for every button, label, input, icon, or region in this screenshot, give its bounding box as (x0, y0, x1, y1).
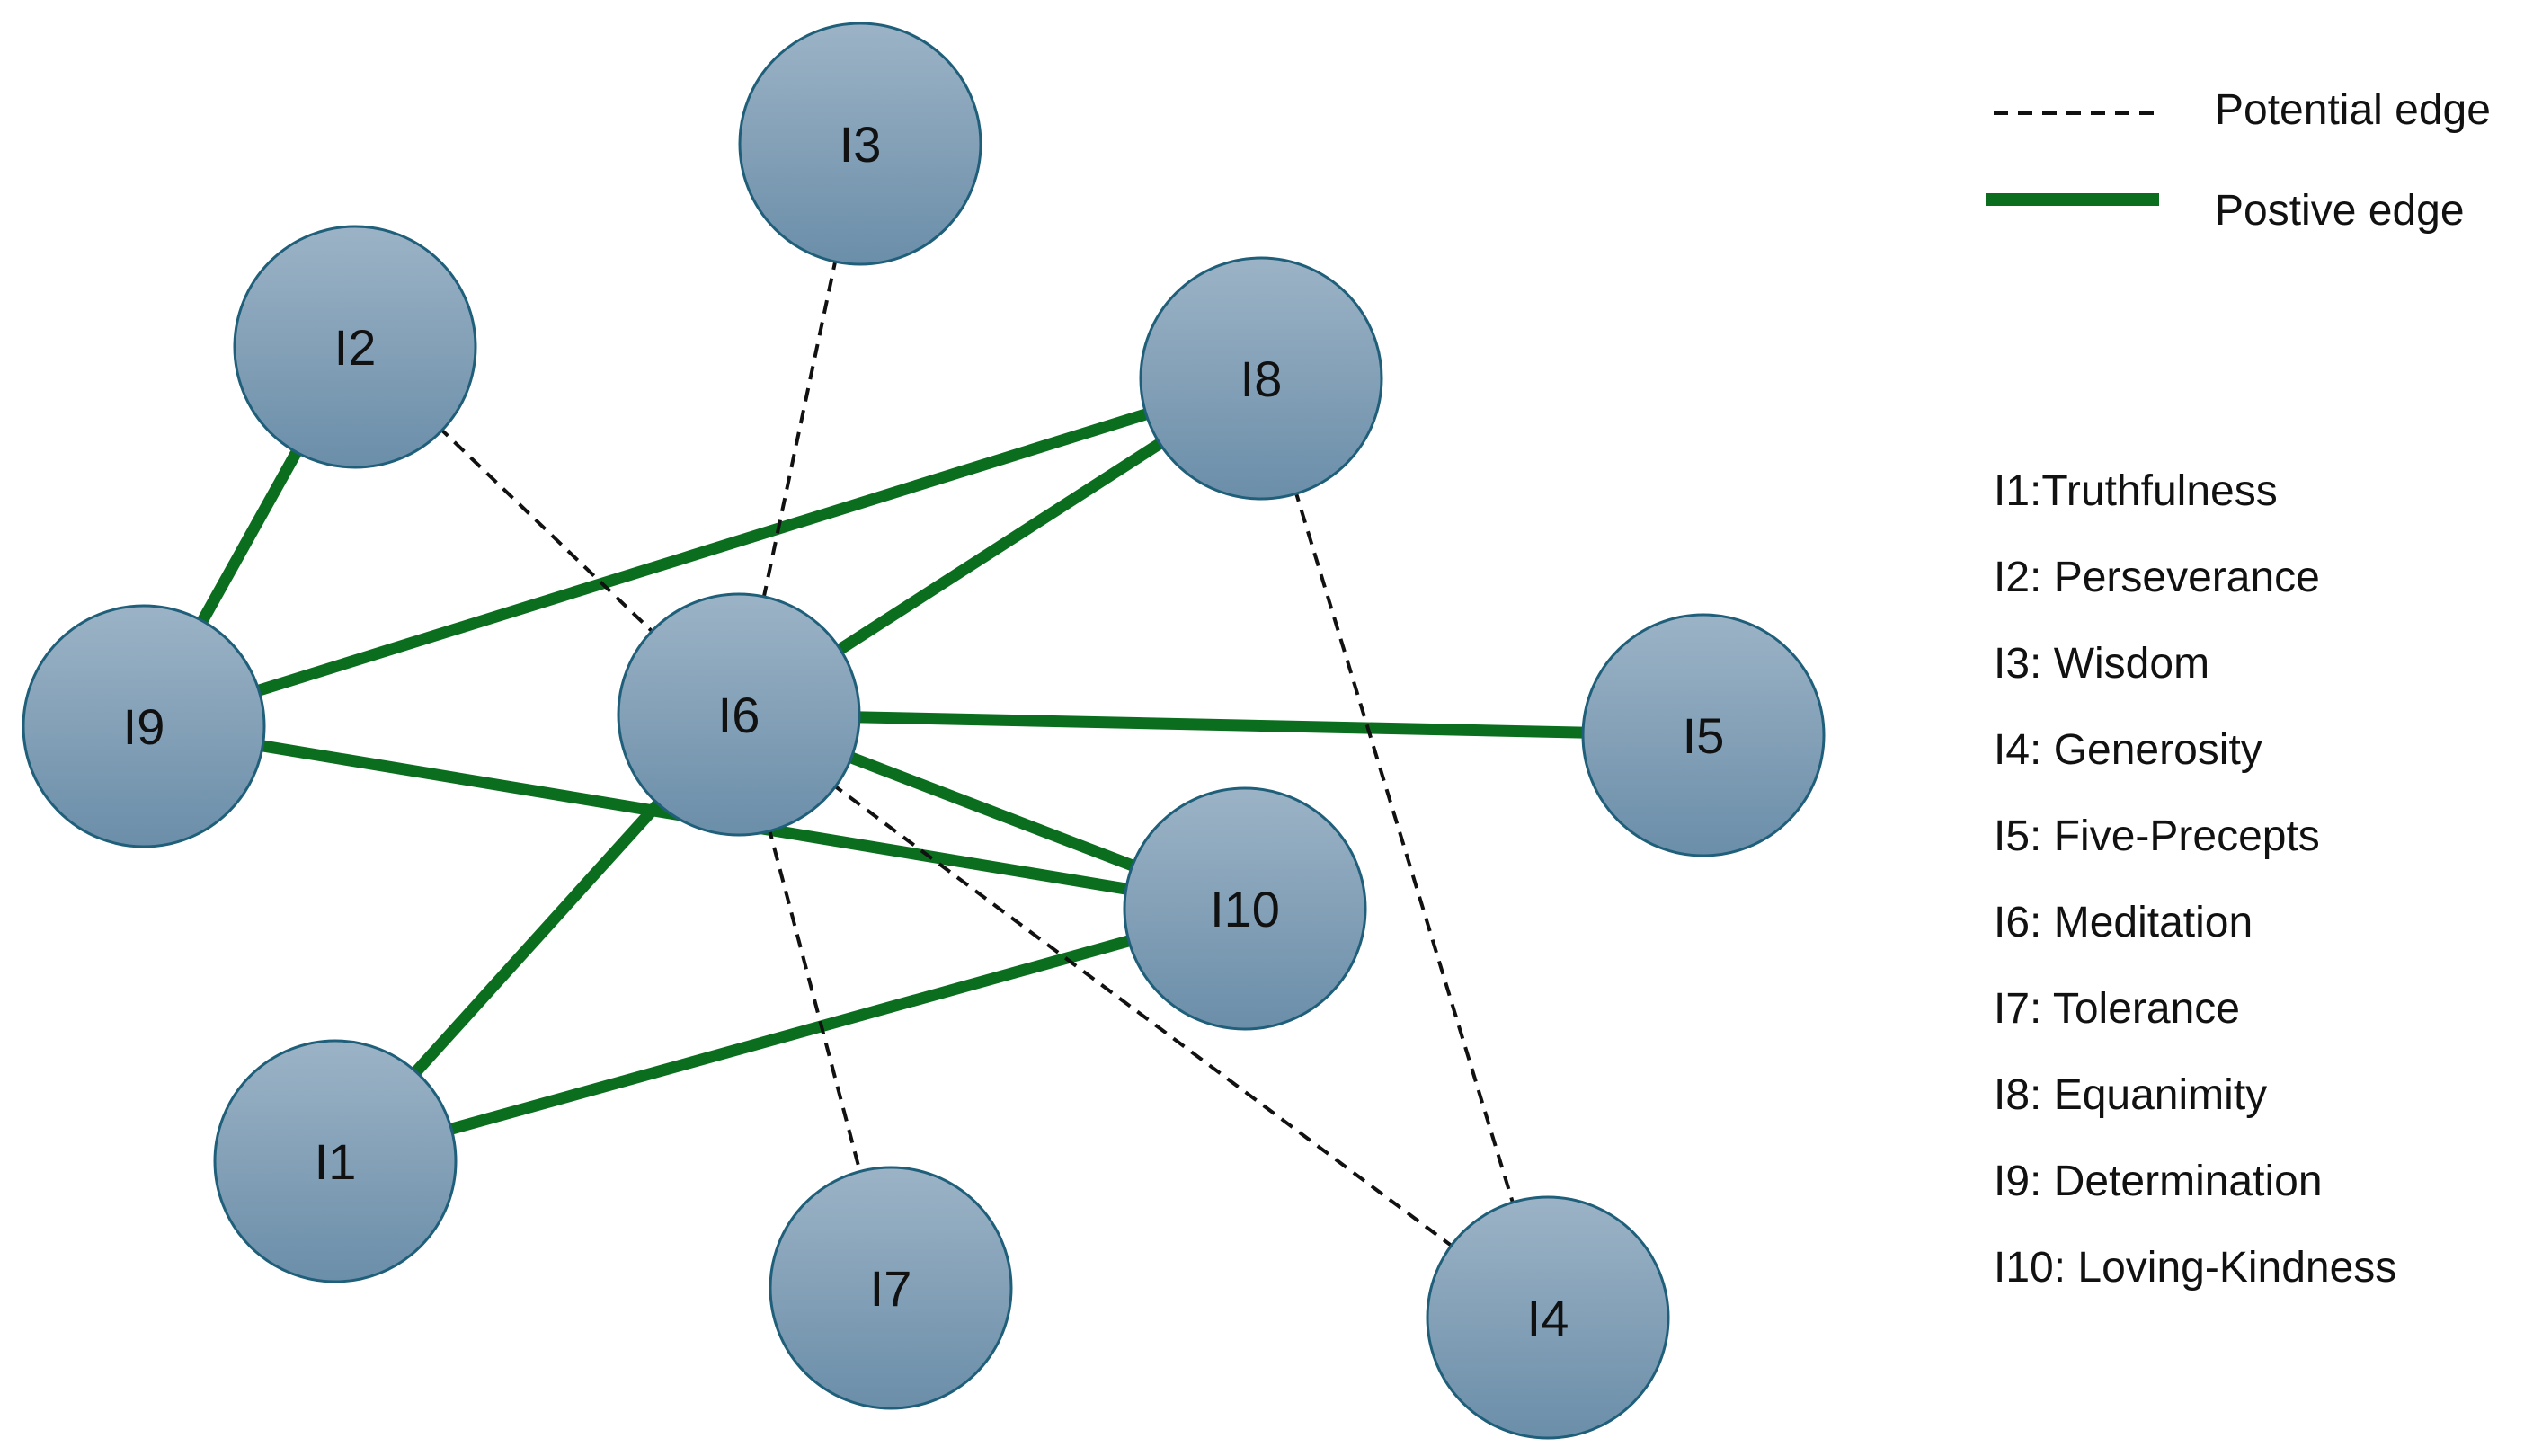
legend-potential-label: Potential edge (2215, 86, 2491, 134)
node-i1: I1 (213, 1039, 458, 1283)
legend: Potential edge Postive edge (1986, 86, 2491, 235)
node-circle-i6 (617, 592, 861, 837)
node-i2: I2 (233, 225, 477, 469)
edge-potential-i3-i6 (760, 255, 839, 603)
edge-positive-i9-i8 (252, 406, 1153, 698)
key-item-i9: I9: Determination (1994, 1158, 2323, 1205)
node-i3: I3 (738, 22, 982, 266)
node-circle-i2 (233, 225, 477, 469)
node-i4: I4 (1426, 1195, 1670, 1440)
key-item-i10: I10: Loving-Kindness (1994, 1244, 2396, 1292)
node-circle-i1 (213, 1039, 458, 1283)
node-label-i6: I6 (718, 687, 760, 743)
key-item-i4: I4: Generosity (1994, 726, 2262, 774)
key-item-i6: I6: Meditation (1994, 899, 2253, 946)
node-label-i2: I2 (334, 319, 377, 376)
node-label-i8: I8 (1240, 351, 1283, 407)
node-key: I1:Truthfulness I2: Perseverance I3: Wis… (1994, 467, 2396, 1292)
key-item-i7: I7: Tolerance (1994, 985, 2240, 1033)
edge-positive-i6-i10 (844, 750, 1140, 874)
legend-positive-label: Postive edge (2215, 187, 2465, 235)
node-circle-i8 (1139, 256, 1383, 501)
node-label-i4: I4 (1527, 1290, 1569, 1346)
node-label-i3: I3 (840, 116, 882, 173)
node-i7: I7 (769, 1166, 1013, 1410)
node-circle-i3 (738, 22, 982, 266)
node-label-i1: I1 (315, 1133, 357, 1190)
node-circle-i10 (1123, 786, 1367, 1031)
edge-positive-i6-i1 (407, 795, 667, 1080)
key-item-i3: I3: Wisdom (1994, 640, 2209, 688)
node-i5: I5 (1581, 613, 1826, 857)
node-i10: I10 (1123, 786, 1367, 1031)
node-circle-i5 (1581, 613, 1826, 857)
node-circle-i4 (1426, 1195, 1670, 1440)
key-item-i1: I1:Truthfulness (1994, 467, 2278, 515)
node-label-i10: I10 (1210, 881, 1280, 937)
key-item-i8: I8: Equanimity (1994, 1071, 2267, 1119)
edge-potential-i2-i6 (437, 425, 657, 636)
node-label-i5: I5 (1683, 707, 1725, 764)
edge-positive-i2-i9 (194, 444, 305, 629)
node-label-i9: I9 (123, 698, 165, 755)
key-item-i5: I5: Five-Precepts (1994, 812, 2320, 860)
key-item-i2: I2: Perseverance (1994, 554, 2320, 601)
node-label-i7: I7 (870, 1260, 912, 1317)
node-circle-i7 (769, 1166, 1013, 1410)
edge-positive-i6-i8 (832, 435, 1168, 658)
node-circle-i9 (22, 604, 266, 848)
node-i6: I6 (617, 592, 861, 837)
edge-potential-i8-i4 (1293, 487, 1516, 1209)
edge-potential-i6-i4 (830, 781, 1457, 1251)
node-i9: I9 (22, 604, 266, 848)
edge-potential-i6-i7 (766, 825, 864, 1177)
node-i8: I8 (1139, 256, 1383, 501)
edge-positive-i1-i10 (444, 933, 1136, 1137)
edge-positive-i6-i5 (853, 711, 1589, 739)
